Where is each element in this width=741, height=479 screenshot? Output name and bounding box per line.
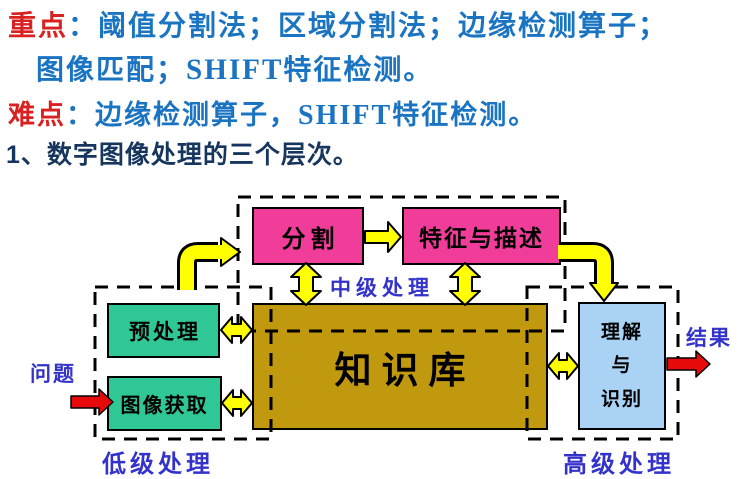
shift-text: SHIFT xyxy=(186,54,284,86)
image-acquisition-box: 图像获取 xyxy=(107,376,222,431)
arrow-preprocess-knowledge-icon xyxy=(220,316,253,344)
arrow-mid-to-high-icon xyxy=(558,242,619,302)
high-level-label: 高级处理 xyxy=(563,451,675,478)
difficult-points-text: ：边缘检测算子， xyxy=(66,100,298,130)
difficult-points-text2: 特征检测。 xyxy=(392,100,538,130)
difficult-points-label: 难点 xyxy=(8,100,66,130)
arrow-acquisition-knowledge-icon xyxy=(221,389,253,417)
understanding-recognition-box: 理解 与 识别 xyxy=(578,302,666,430)
key-points-text3: 特征检测。 xyxy=(283,54,434,85)
problem-label: 问题 xyxy=(30,363,76,386)
result-label: 结果 xyxy=(686,327,732,350)
arrow-knowledge-understanding-icon xyxy=(547,352,579,380)
understanding-line1: 理解 xyxy=(600,322,643,344)
key-points-label: 重点 xyxy=(8,10,69,41)
knowledge-base-box: 知识库 xyxy=(252,303,548,430)
arrow-seg-to-features-icon xyxy=(364,221,402,253)
key-points-line2: 图像匹配；SHIFT特征检测。 xyxy=(36,48,433,88)
arrow-low-to-mid-icon xyxy=(177,237,241,290)
key-points-text: ：阈值分割法；区域分割法；边缘检测算子； xyxy=(68,10,669,41)
features-description-box: 特征与描述 xyxy=(402,207,561,265)
arrow-seg-knowledge-icon xyxy=(290,262,322,306)
difficult-points-line: 难点：边缘检测算子，SHIFT特征检测。 xyxy=(8,93,537,132)
understanding-line3: 识别 xyxy=(600,388,643,410)
preprocessing-box: 预处理 xyxy=(107,303,220,358)
shift-text2: SHIFT xyxy=(298,100,393,131)
section-title: 1、数字图像处理的三个层次。 xyxy=(6,141,359,169)
key-points-line: 重点：阈值分割法；区域分割法；边缘检测算子； xyxy=(8,4,668,44)
key-points-text2: 图像匹配； xyxy=(36,54,187,85)
understanding-line2: 与 xyxy=(611,355,633,377)
arrow-features-knowledge-icon xyxy=(449,262,481,306)
low-level-label: 低级处理 xyxy=(102,451,214,478)
segmentation-box: 分割 xyxy=(252,207,364,265)
arrow-result-output-icon xyxy=(666,350,711,378)
mid-level-label: 中级处理 xyxy=(330,277,434,300)
